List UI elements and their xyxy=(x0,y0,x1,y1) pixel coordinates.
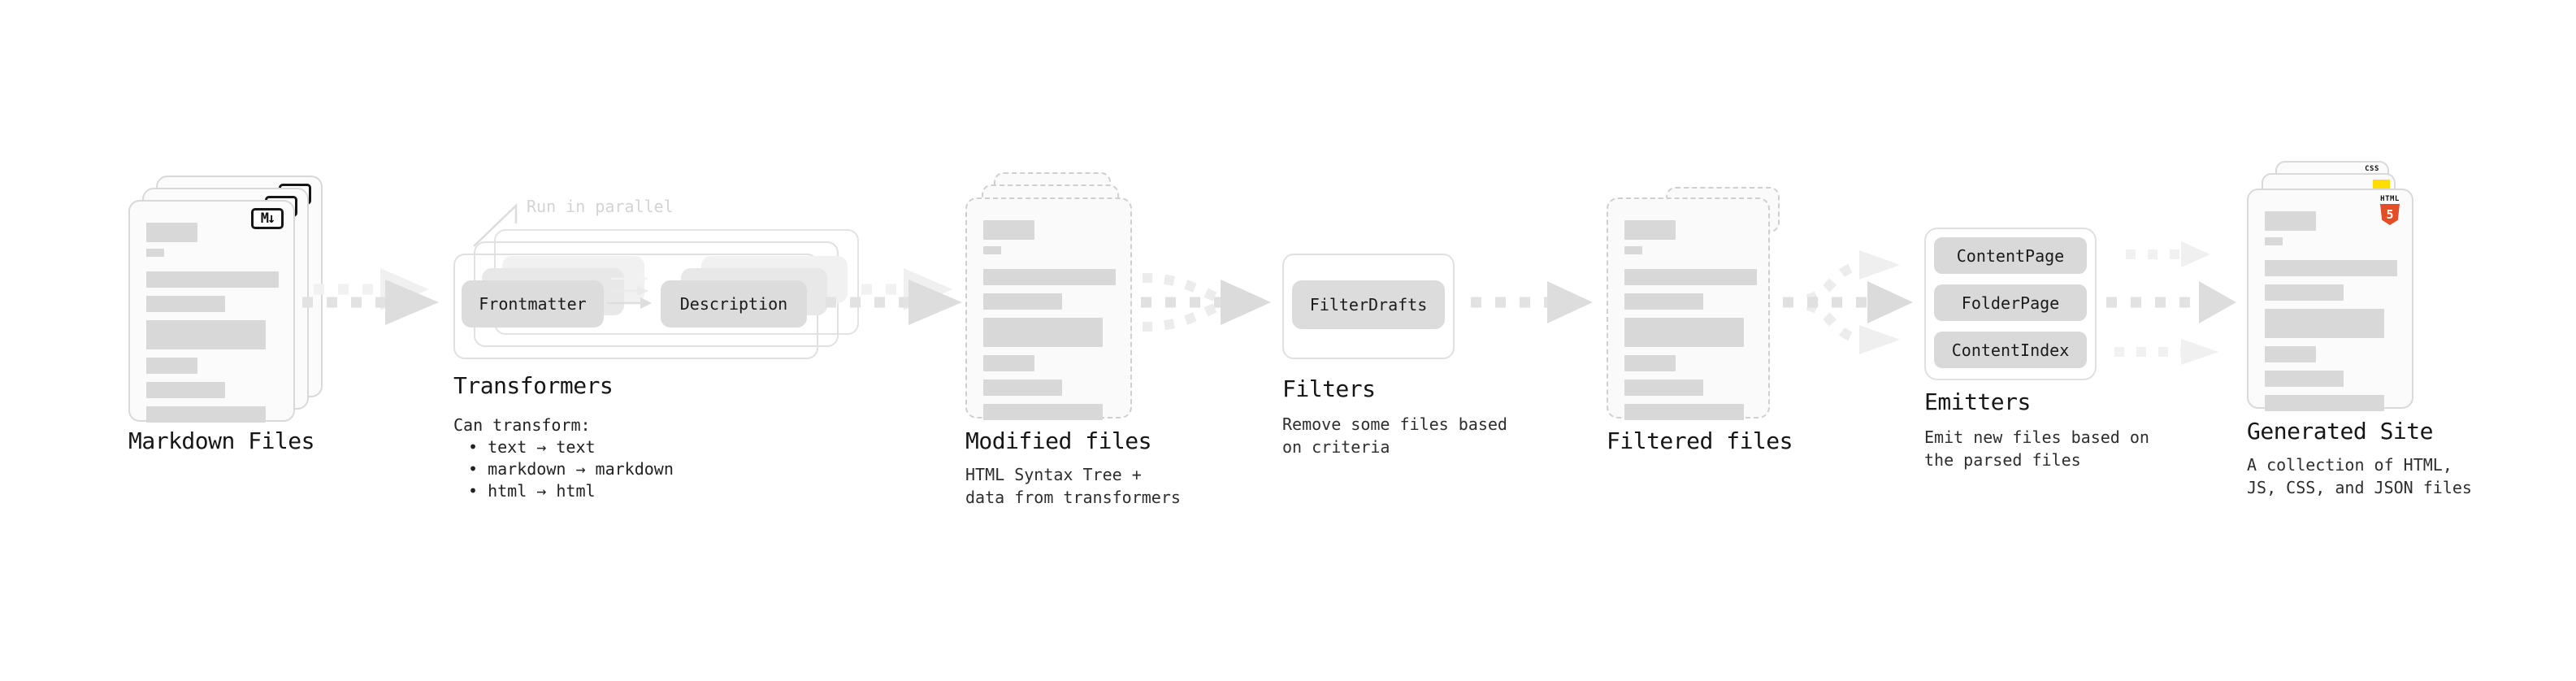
doc-bar xyxy=(1624,220,1676,240)
doc-bar xyxy=(1624,269,1757,285)
arrow-filtered-to-emitters-split xyxy=(1783,250,1913,354)
modified-sub-line: data from transformers xyxy=(965,488,1181,507)
doc-bar xyxy=(983,220,1034,240)
emitters-box xyxy=(1924,228,2097,380)
doc-bar xyxy=(1624,380,1703,396)
css-icon-label: CSS xyxy=(2365,165,2379,173)
doc-bar xyxy=(146,223,197,242)
doc-bar xyxy=(2265,395,2384,411)
filters-description: Remove some files based on criteria xyxy=(1282,413,1507,458)
run-in-parallel-note: Run in parallel xyxy=(527,197,674,216)
arrow-markdown-to-transformers xyxy=(302,268,439,325)
doc-bar xyxy=(1624,293,1703,310)
doc-bar xyxy=(146,271,279,288)
markdown-files-label: Markdown Files xyxy=(128,427,315,454)
transform-capability-line: • html → html xyxy=(468,481,596,501)
modified-files-label: Modified files xyxy=(965,427,1152,454)
transform-step-arrows xyxy=(606,274,652,309)
js-icon xyxy=(2373,180,2390,189)
doc-bar xyxy=(146,249,164,257)
emitters-title: Emitters xyxy=(1924,388,2031,415)
generated-sub-line: JS, CSS, and JSON files xyxy=(2247,478,2472,497)
emitter-contentindex-button: ContentIndex xyxy=(1934,332,2087,368)
doc-bar xyxy=(1624,246,1642,254)
filters-sub-line: on criteria xyxy=(1282,437,1390,457)
doc-bar xyxy=(983,404,1103,420)
doc-bar xyxy=(146,358,197,374)
filtered-files-label: Filtered files xyxy=(1607,427,1793,454)
emitter-folderpage-button: FolderPage xyxy=(1934,284,2087,321)
filters-box xyxy=(1282,254,1455,359)
transformers-title: Transformers xyxy=(453,372,614,399)
filtered-file-card xyxy=(1607,197,1770,420)
doc-bar xyxy=(1624,355,1676,371)
doc-bar xyxy=(983,269,1116,285)
generated-sub-line: A collection of HTML, xyxy=(2247,455,2452,475)
doc-bar xyxy=(2265,284,2344,301)
markdown-icon: M↓ xyxy=(251,208,284,229)
doc-bar xyxy=(146,406,266,423)
emitters-sub-line: the parsed files xyxy=(1924,450,2081,470)
doc-content-bars xyxy=(2265,211,2397,411)
doc-bar xyxy=(2265,309,2384,338)
html5-icon: HTML 5 xyxy=(2379,195,2400,225)
transform-capability-line: Can transform: xyxy=(453,415,591,435)
doc-bar xyxy=(146,296,225,312)
doc-bar xyxy=(983,318,1103,347)
markdown-file-card-front: M↓ xyxy=(128,200,295,423)
doc-content-bars xyxy=(983,220,1116,420)
doc-bar xyxy=(2265,346,2316,362)
arrow-filters-to-filtered xyxy=(1471,281,1593,323)
html5-icon-label: HTML xyxy=(2380,195,2400,203)
emitters-sub-line: Emit new files based on xyxy=(1924,427,2149,447)
doc-bar xyxy=(2265,371,2344,387)
arrow-transformers-to-modified xyxy=(826,268,962,325)
doc-bar xyxy=(2265,237,2283,245)
generated-site-label: Generated Site xyxy=(2247,418,2434,445)
doc-bar xyxy=(983,293,1062,310)
doc-bar xyxy=(2265,211,2316,231)
transformer-description-button: Description xyxy=(661,280,807,327)
doc-bar xyxy=(2265,260,2397,276)
emitter-contentpage-button: ContentPage xyxy=(1934,237,2087,274)
filters-sub-line: Remove some files based xyxy=(1282,414,1507,434)
arrow-emitters-to-site xyxy=(2106,241,2236,365)
run-in-parallel-leader-line xyxy=(473,203,518,247)
generated-site-description: A collection of HTML, JS, CSS, and JSON … xyxy=(2247,453,2472,499)
transform-capability-line: • text → text xyxy=(468,437,596,457)
emitters-description: Emit new files based on the parsed files xyxy=(1924,426,2149,471)
doc-bar xyxy=(983,355,1034,371)
doc-bar xyxy=(146,320,266,349)
modified-file-card xyxy=(965,197,1132,420)
doc-bar xyxy=(983,246,1001,254)
modified-files-description: HTML Syntax Tree + data from transformer… xyxy=(965,463,1181,509)
filters-title: Filters xyxy=(1282,375,1376,402)
arrow-modified-to-filters-merge xyxy=(1141,273,1271,332)
filter-drafts-button: FilterDrafts xyxy=(1292,280,1445,329)
doc-bar xyxy=(983,380,1062,396)
transformer-frontmatter-button: Frontmatter xyxy=(462,280,604,327)
doc-content-bars xyxy=(146,223,279,423)
doc-bar xyxy=(146,382,225,398)
transformers-description: Can transform: • text → text • markdown … xyxy=(453,414,674,502)
doc-bar xyxy=(1624,404,1744,420)
modified-sub-line: HTML Syntax Tree + xyxy=(965,465,1142,484)
doc-bar xyxy=(1624,318,1744,347)
site-file-card-html: HTML 5 xyxy=(2247,189,2413,411)
doc-content-bars xyxy=(1624,220,1757,420)
transform-capability-line: • markdown → markdown xyxy=(468,459,674,479)
